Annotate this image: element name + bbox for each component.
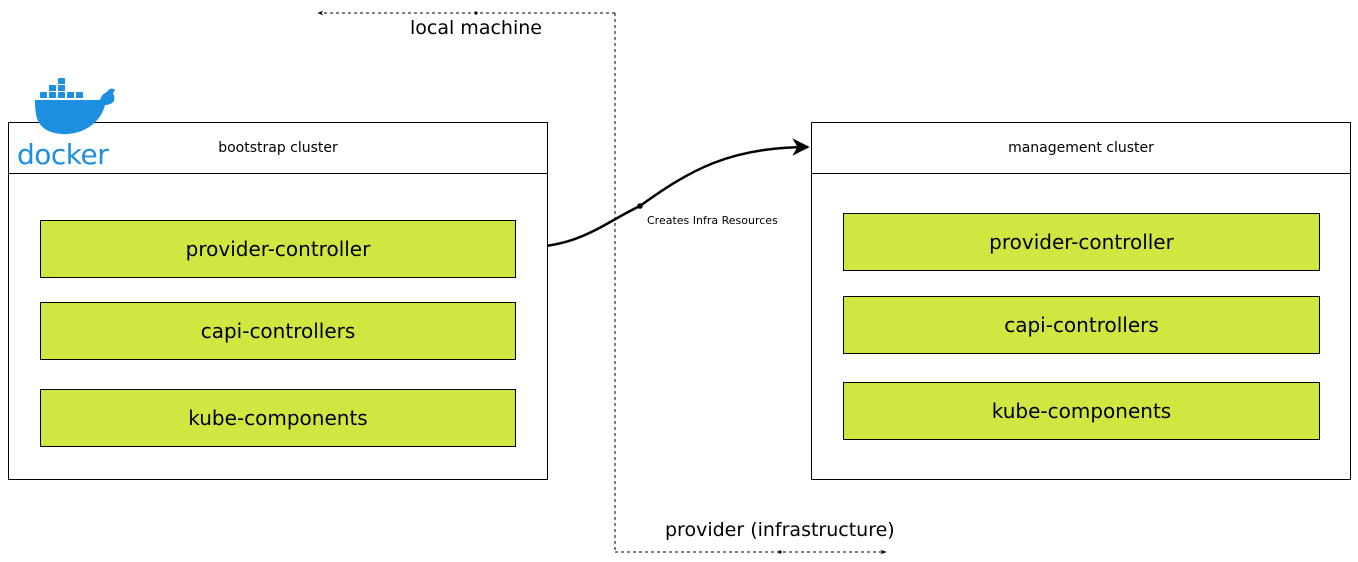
bootstrap-cluster: bootstrap cluster provider-controller ca…: [8, 122, 548, 480]
creates-infra-resources-arrow: [515, 138, 810, 250]
component-label: provider-controller: [989, 230, 1174, 254]
management-kube-components[interactable]: kube-components: [843, 382, 1320, 440]
component-label: kube-components: [188, 406, 368, 430]
management-cluster-title: management cluster: [1008, 140, 1154, 156]
management-cluster-header: management cluster: [812, 123, 1350, 174]
boundary-dot-bottom: [778, 550, 782, 554]
boundary-dot-top: [474, 11, 478, 15]
provider-infrastructure-label: provider (infrastructure): [665, 519, 895, 541]
bootstrap-capi-controllers[interactable]: capi-controllers: [40, 302, 516, 360]
management-capi-controllers[interactable]: capi-controllers: [843, 296, 1320, 354]
bootstrap-cluster-header: bootstrap cluster: [9, 123, 547, 174]
bootstrap-cluster-title: bootstrap cluster: [218, 140, 338, 156]
bootstrap-kube-components[interactable]: kube-components: [40, 389, 516, 447]
management-provider-controller[interactable]: provider-controller: [843, 213, 1320, 271]
connector-label: Creates Infra Resources: [647, 214, 778, 227]
docker-whale-icon: [35, 78, 115, 135]
local-machine-label: local machine: [410, 17, 542, 39]
component-label: kube-components: [991, 399, 1172, 423]
management-cluster: management cluster provider-controller c…: [811, 122, 1351, 480]
connector-midpoint-dot: [637, 203, 643, 209]
docker-logo: docker: [17, 78, 115, 170]
component-label: provider-controller: [185, 237, 371, 261]
component-label: capi-controllers: [200, 319, 356, 343]
docker-logo-text: docker: [17, 138, 109, 170]
component-label: capi-controllers: [1004, 313, 1159, 337]
bootstrap-provider-controller[interactable]: provider-controller: [40, 220, 516, 278]
